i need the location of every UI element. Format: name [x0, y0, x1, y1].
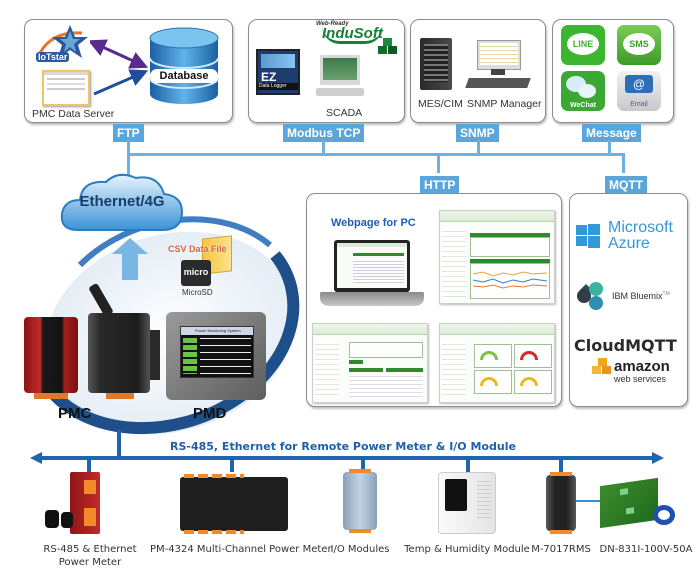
sms-app-icon: SMS — [617, 25, 661, 65]
bus-arrow-left-icon — [30, 452, 42, 464]
bus-drop-4 — [466, 456, 470, 472]
snmp-manager-caption: SNMP Manager — [467, 98, 542, 110]
trend-chart-thumb — [470, 263, 550, 299]
scada-caption: SCADA — [326, 107, 363, 119]
snmp-manager-computer-icon — [465, 40, 537, 92]
sync-arrows-icon — [90, 39, 149, 96]
web-screenshot-chart — [439, 210, 555, 304]
microsd-icon: micro — [181, 260, 211, 286]
aws-boxes-icon — [592, 358, 614, 380]
ez-data-logger-icon: EZ Data Logger — [256, 49, 300, 95]
bus-drop-5 — [559, 456, 563, 472]
m7017rms-device-image — [546, 472, 576, 534]
ibm-bluemix-tm: TM — [662, 291, 670, 297]
pmd-touch-panel-image: Power Monitoring System — [166, 312, 266, 400]
device-label-m7017rms: M-7017RMS — [531, 544, 591, 555]
m7017-to-dn831-link — [576, 500, 600, 502]
ct-sensor-1 — [45, 510, 59, 528]
device-label-temp-humidity: Temp & Humidity Module — [404, 544, 530, 555]
cloudmqtt-logo: CloudMQTT — [574, 336, 677, 355]
ftp-tag: FTP — [113, 124, 144, 142]
bus-drop-2 — [230, 456, 234, 472]
wechat-app-icon: WeChat — [561, 71, 605, 111]
ibm-bluemix-label: IBM BluemixTM — [612, 291, 670, 301]
http-tag: HTTP — [420, 176, 460, 194]
mes-cim-caption: MES/CIM — [418, 98, 463, 110]
top-network-line — [127, 153, 625, 156]
amazon-label: amazon — [614, 358, 670, 375]
database-icon — [149, 27, 219, 104]
cloud-icon — [60, 173, 184, 231]
cloud-label: Ethernet/4G — [79, 193, 165, 210]
bus-drop-1 — [87, 456, 91, 472]
pmd-screen-title: Power Monitoring System — [181, 327, 253, 335]
http-connector — [437, 153, 440, 173]
microsd-label: MicroSD — [182, 288, 213, 297]
cloud-connector — [127, 153, 130, 183]
device-label-dn831i: DN-831I-100V-50A — [599, 544, 693, 555]
aws-sub-label: web services — [614, 374, 667, 384]
bus-label: RS-485, Ethernet for Remote Power Meter … — [170, 440, 516, 453]
azure-line1: Microsoft — [608, 219, 673, 236]
scada-computer-icon — [316, 55, 364, 100]
iotstar-label: IoTstar — [36, 52, 70, 62]
upload-arrow-icon — [112, 238, 148, 280]
azure-line2: Azure — [608, 235, 650, 252]
device-label-power-meter-line2: Power Meter — [58, 557, 122, 568]
pmc-mount-bracket — [150, 330, 160, 380]
indusoft-logo: InduSoft — [322, 25, 383, 44]
line-app-icon: LINE — [561, 25, 605, 65]
pmc-data-server-screenshot — [42, 70, 90, 106]
temp-humidity-device-image — [438, 472, 496, 534]
mqtt-connector — [622, 153, 625, 173]
message-connector — [608, 140, 611, 154]
ct-clamp-icon — [653, 505, 675, 525]
ibm-bluemix-text: IBM Bluemix — [612, 291, 663, 301]
mqtt-tag: MQTT — [605, 176, 647, 194]
message-tag: Message — [582, 124, 641, 142]
indusoft-cubes-icon — [378, 38, 398, 54]
pmc-label: PMC — [58, 405, 92, 422]
pmc-red-device-image — [24, 317, 78, 399]
webpage-for-pc-title: Webpage for PC — [331, 217, 416, 229]
device-label-power-meter-line1: RS-485 & Ethernet — [43, 544, 137, 555]
dn831i-board-image — [600, 477, 658, 529]
io-module-device-image — [343, 469, 377, 533]
ez-sub-label: Data Logger — [258, 83, 298, 90]
rs485-bus-line — [38, 456, 654, 460]
web-screenshot-table — [312, 323, 428, 403]
controller-bus-drop — [117, 430, 121, 456]
pmd-label: PMD — [193, 405, 227, 422]
iotstar-logo-icon — [38, 25, 88, 58]
bus-arrow-right-icon — [652, 452, 664, 464]
ct-sensor-2 — [61, 512, 73, 528]
web-screenshot-gauges — [439, 323, 555, 403]
pmc-black-device-image — [88, 313, 150, 399]
server-tower-icon — [420, 38, 452, 90]
modbus-connector — [322, 140, 325, 154]
snmp-tag: SNMP — [456, 124, 499, 142]
email-app-icon: @ Email — [617, 71, 661, 111]
ez-label: EZ — [261, 70, 277, 84]
microsd-logo: micro — [183, 267, 209, 277]
windows-logo-icon — [576, 224, 600, 248]
pmc-data-server-caption: PMC Data Server — [32, 108, 115, 120]
ftp-connector — [127, 140, 130, 154]
laptop-icon — [320, 240, 424, 316]
snmp-connector — [477, 140, 480, 154]
bus-drop-3 — [361, 456, 365, 472]
ibm-bluemix-logo-icon — [577, 282, 603, 310]
indusoft-super-label: Web-Ready — [316, 21, 349, 27]
device-label-pm4324: PM-4324 Multi-Channel Power Meter — [150, 544, 332, 555]
pm4324-device-image — [180, 474, 288, 534]
power-meter-device-image — [70, 472, 100, 534]
csv-data-file-label: CSV Data File — [168, 244, 227, 254]
modbus-tcp-tag: Modbus TCP — [283, 124, 365, 142]
device-label-io-modules: I/O Modules — [330, 544, 390, 555]
database-label: Database — [150, 69, 218, 83]
